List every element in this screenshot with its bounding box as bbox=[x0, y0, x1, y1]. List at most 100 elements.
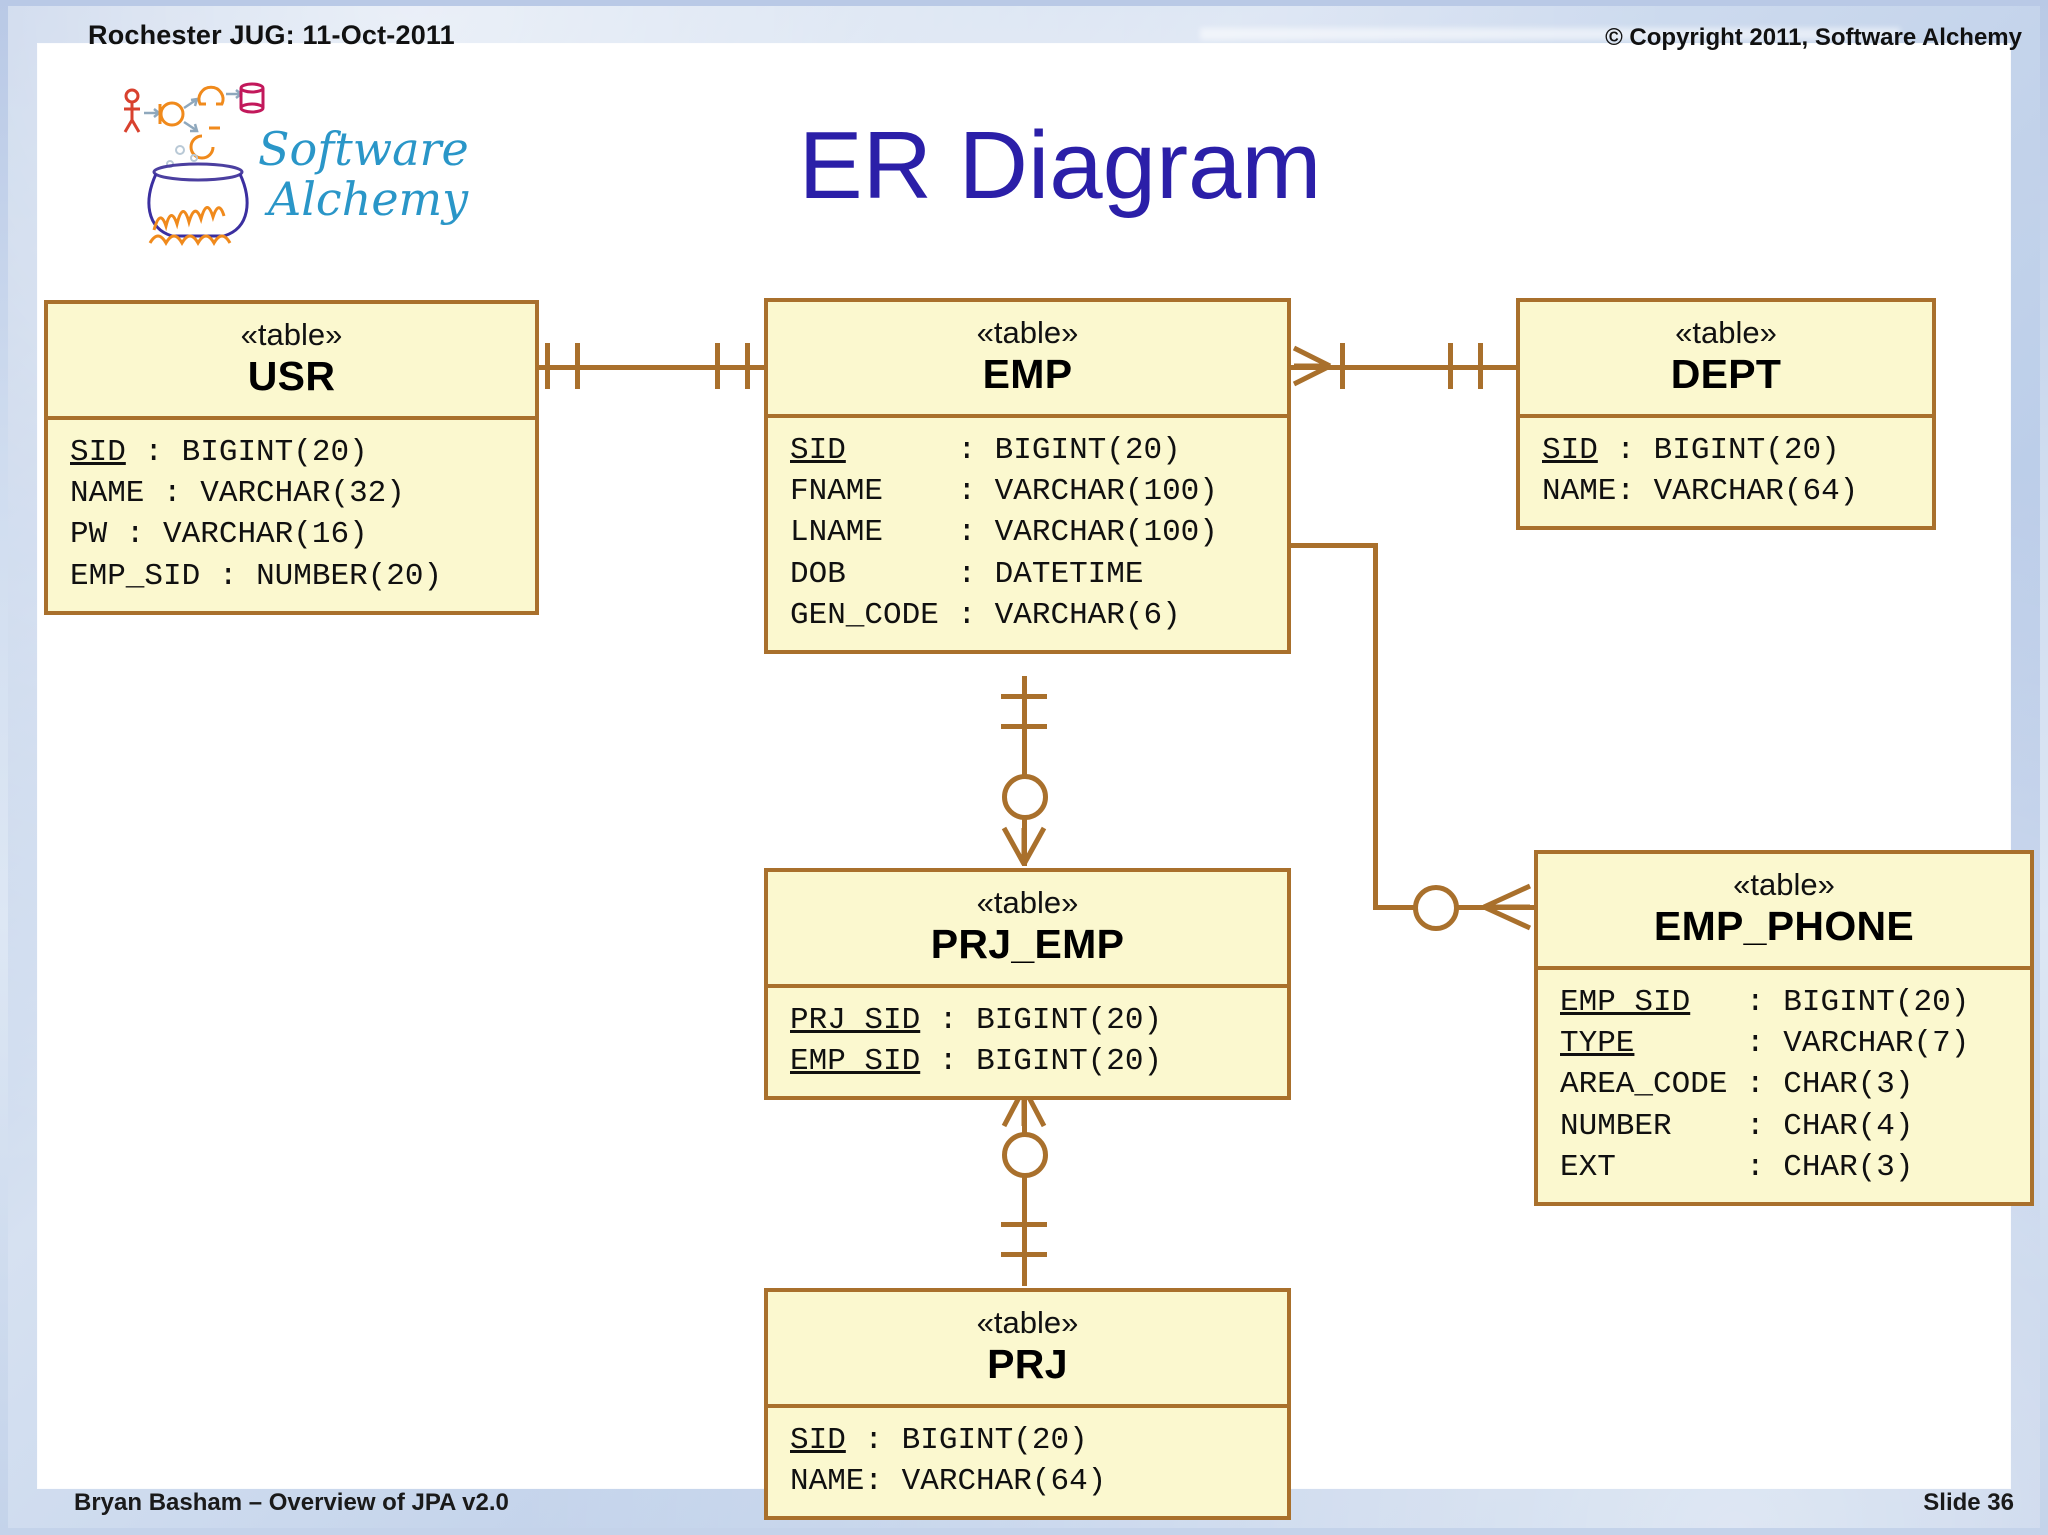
card-prjemp-prj-zero-circle bbox=[1002, 1132, 1048, 1178]
field-type: NUMBER(20) bbox=[256, 558, 443, 594]
field-pad bbox=[846, 557, 958, 592]
card-usr-side-tick-2 bbox=[575, 343, 580, 389]
field-sep: : bbox=[218, 558, 238, 594]
field-sep: : bbox=[938, 1044, 958, 1080]
field-pad bbox=[200, 559, 219, 594]
table-row: SID : BIGINT(20) bbox=[790, 1420, 1269, 1461]
field-type: CHAR(4) bbox=[1783, 1108, 1914, 1144]
field-type: BIGINT(20) bbox=[1783, 984, 1970, 1020]
card-emp-side-tick-2 bbox=[745, 343, 750, 389]
table-dept-name: DEPT bbox=[1670, 350, 1782, 397]
table-row: LNAME : VARCHAR(100) bbox=[790, 512, 1269, 553]
table-prj-emp-fields: PRJ_SID : BIGINT(20) EMP_SID : BIGINT(20… bbox=[768, 988, 1287, 1096]
field-type: VARCHAR(100) bbox=[994, 474, 1218, 510]
table-row: EXT : CHAR(3) bbox=[1560, 1147, 2012, 1188]
table-dept-header: «table» DEPT bbox=[1520, 302, 1932, 418]
table-emp[interactable]: «table» EMP SID : BIGINT(20) FNAME : VAR… bbox=[764, 298, 1291, 654]
field-pad bbox=[846, 1423, 865, 1458]
table-row: EMP_SID : NUMBER(20) bbox=[70, 556, 517, 597]
table-prj-emp-stereotype: «table» bbox=[976, 885, 1079, 920]
field-sep: : bbox=[163, 476, 182, 512]
field-sep: : bbox=[125, 517, 145, 553]
card-prj-tick-1 bbox=[1001, 1222, 1047, 1227]
card-empphone-zero-circle bbox=[1413, 885, 1459, 931]
software-alchemy-logo: Software Alchemy bbox=[110, 80, 469, 250]
header-left-text: Rochester JUG: 11-Oct-2011 bbox=[88, 20, 455, 50]
field-sep: : bbox=[1616, 474, 1636, 510]
field-pad bbox=[939, 598, 958, 633]
table-row: DOB : DATETIME bbox=[790, 554, 1269, 595]
card-usr-side-tick-1 bbox=[545, 343, 550, 389]
connector-prjemp-prj-line bbox=[1022, 1086, 1027, 1286]
table-emp-header: «table» EMP bbox=[768, 302, 1287, 418]
field-name: SID bbox=[1542, 432, 1598, 468]
field-name: PRJ_SID bbox=[790, 1002, 921, 1038]
field-type: BIGINT(20) bbox=[976, 1044, 1163, 1080]
field-type: VARCHAR(7) bbox=[1783, 1026, 1970, 1062]
field-type: VARCHAR(16) bbox=[163, 517, 368, 553]
field-type: DATETIME bbox=[994, 556, 1144, 592]
table-emp-phone-name: EMP_PHONE bbox=[1653, 902, 1915, 949]
footer-right-text: Slide 36 bbox=[1923, 1489, 2014, 1516]
table-row: SID : BIGINT(20) bbox=[70, 432, 517, 473]
field-type: VARCHAR(100) bbox=[994, 515, 1218, 551]
table-usr-name: USR bbox=[247, 352, 336, 399]
field-pad bbox=[883, 474, 957, 509]
field-type: VARCHAR(6) bbox=[994, 597, 1181, 633]
table-usr-stereotype: «table» bbox=[240, 317, 343, 352]
field-pad bbox=[126, 435, 145, 470]
field-name: LNAME bbox=[790, 515, 884, 551]
field-type: BIGINT(20) bbox=[181, 434, 368, 470]
table-prj-emp[interactable]: «table» PRJ_EMP PRJ_SID : BIGINT(20) EMP… bbox=[764, 868, 1291, 1101]
table-prj-header: «table» PRJ bbox=[768, 1292, 1287, 1408]
card-emp-dept-crowfoot bbox=[1292, 345, 1332, 387]
field-sep: : bbox=[864, 1464, 884, 1500]
field-name: EMP_SID bbox=[70, 558, 201, 594]
table-usr[interactable]: «table» USR SID : BIGINT(20) NAME : VARC… bbox=[44, 300, 539, 615]
card-emp-prjemp-zero-circle bbox=[1002, 774, 1048, 820]
table-row: PW : VARCHAR(16) bbox=[70, 514, 517, 555]
field-sep: : bbox=[1616, 432, 1636, 468]
table-usr-header: «table» USR bbox=[48, 304, 535, 420]
field-sep: : bbox=[1746, 1067, 1765, 1103]
header-right-text: © Copyright 2011, Software Alchemy bbox=[1605, 24, 2022, 51]
card-prjemp-top-crowfoot bbox=[1001, 826, 1047, 866]
field-sep: : bbox=[144, 434, 164, 470]
table-row: NAME: VARCHAR(64) bbox=[790, 1461, 1269, 1502]
connector-emp-prjemp-line bbox=[1022, 676, 1027, 866]
table-emp-phone-stereotype: «table» bbox=[1733, 867, 1835, 902]
table-row: AREA_CODE : CHAR(3) bbox=[1560, 1064, 2012, 1105]
field-pad bbox=[1598, 433, 1617, 468]
table-prj[interactable]: «table» PRJ SID : BIGINT(20) NAME: VARCH… bbox=[764, 1288, 1291, 1521]
field-type: VARCHAR(64) bbox=[1653, 474, 1859, 510]
card-emp-prjemp-tick-2 bbox=[1001, 724, 1047, 729]
page-title: ER Diagram bbox=[798, 112, 1322, 219]
card-emp-prjemp-tick-1 bbox=[1001, 694, 1047, 699]
table-row: EMP_SID : BIGINT(20) bbox=[1560, 982, 2012, 1023]
field-name: DOB bbox=[790, 556, 846, 592]
field-type: BIGINT(20) bbox=[1653, 432, 1840, 468]
table-row: NAME: VARCHAR(64) bbox=[1542, 471, 1914, 512]
table-emp-name: EMP bbox=[982, 350, 1073, 397]
table-emp-fields: SID : BIGINT(20) FNAME : VARCHAR(100) LN… bbox=[768, 418, 1287, 650]
card-dept-tick-1 bbox=[1448, 343, 1453, 389]
table-row: PRJ_SID : BIGINT(20) bbox=[790, 1000, 1269, 1041]
field-sep: : bbox=[1746, 984, 1765, 1020]
table-emp-stereotype: «table» bbox=[976, 315, 1079, 350]
field-name: EMP_SID bbox=[790, 1044, 921, 1080]
table-prj-name: PRJ bbox=[987, 1340, 1068, 1387]
field-name: SID bbox=[790, 1422, 846, 1458]
field-sep: : bbox=[938, 1002, 958, 1038]
table-prj-fields: SID : BIGINT(20) NAME: VARCHAR(64) bbox=[768, 1408, 1287, 1516]
field-pad bbox=[1616, 1150, 1746, 1185]
field-sep: : bbox=[957, 556, 977, 592]
field-name: GEN_CODE bbox=[790, 597, 939, 633]
card-prj-tick-2 bbox=[1001, 1252, 1047, 1257]
table-dept[interactable]: «table» DEPT SID : BIGINT(20) NAME: VARC… bbox=[1516, 298, 1936, 531]
field-name: EXT bbox=[1560, 1149, 1616, 1185]
table-row: SID : BIGINT(20) bbox=[790, 430, 1269, 471]
field-sep: : bbox=[957, 597, 977, 633]
table-emp-phone-fields: EMP_SID : BIGINT(20) TYPE : VARCHAR(7) A… bbox=[1538, 970, 2030, 1202]
table-emp-phone[interactable]: «table» EMP_PHONE EMP_SID : BIGINT(20) T… bbox=[1534, 850, 2034, 1206]
